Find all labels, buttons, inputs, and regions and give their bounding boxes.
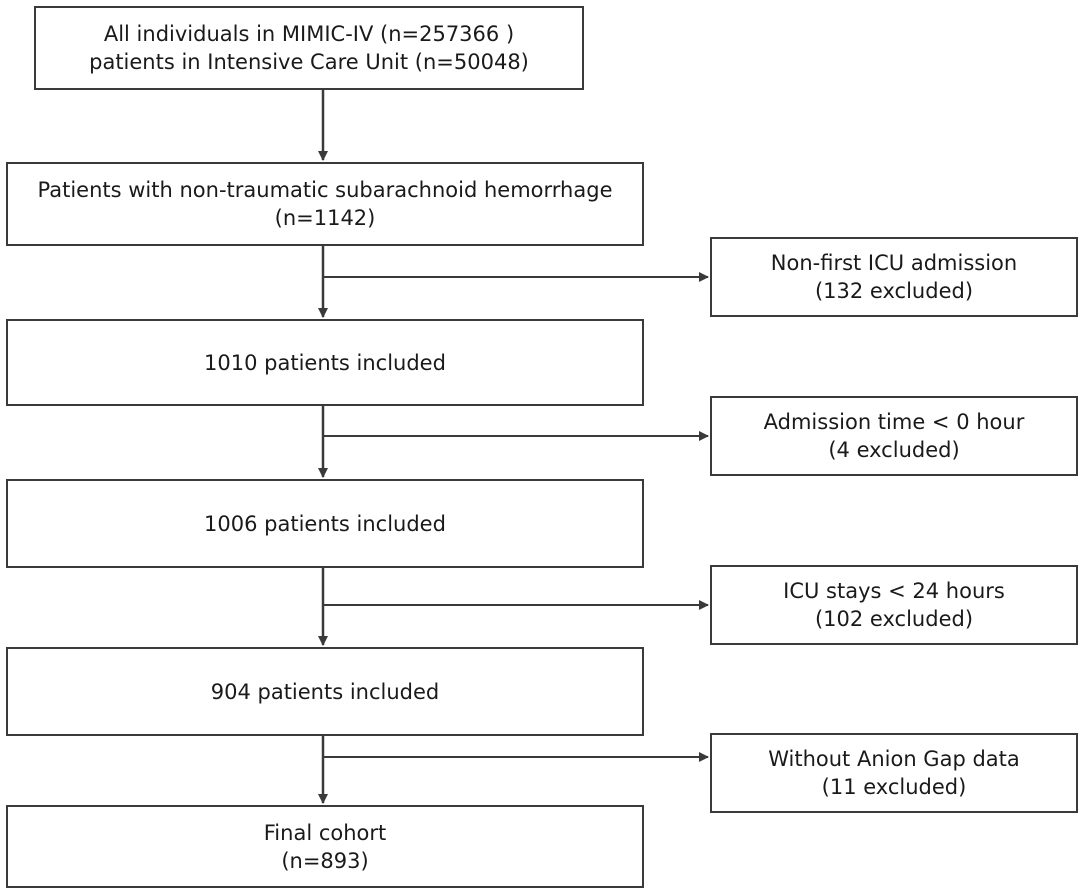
step-line: 1010 patients included — [204, 350, 446, 375]
step-1010-included: 1010 patients included — [6, 319, 644, 406]
step-line: patients in Intensive Care Unit (n=50048… — [89, 50, 529, 74]
exclusion-anion-gap: Without Anion Gap data (11 excluded) — [710, 733, 1078, 813]
step-line: All individuals in MIMIC-IV (n=257366 ) — [103, 22, 515, 46]
step-all-individuals: All individuals in MIMIC-IV (n=257366 ) … — [34, 6, 584, 90]
step-line: 1006 patients included — [204, 511, 446, 536]
exclusion-reason: Admission time < 0 hour — [763, 410, 1025, 434]
exclusion-admission-time: Admission time < 0 hour (4 excluded) — [710, 396, 1078, 476]
step-line: Final cohort — [263, 820, 387, 845]
step-1006-included: 1006 patients included — [6, 479, 644, 568]
step-904-included: 904 patients included — [6, 647, 644, 736]
step-final-cohort: Final cohort (n=893) — [6, 805, 644, 888]
exclusion-count: (132 excluded) — [814, 279, 974, 303]
exclusion-reason: Without Anion Gap data — [768, 747, 1020, 771]
exclusion-count: (11 excluded) — [821, 775, 967, 799]
exclusion-reason: Non-first ICU admission — [770, 251, 1018, 275]
exclusion-non-first-icu: Non-first ICU admission (132 excluded) — [710, 237, 1078, 317]
step-line: Patients with non-traumatic subarachnoid… — [37, 178, 613, 202]
step-line: (n=1142) — [274, 206, 376, 230]
step-line: 904 patients included — [210, 679, 440, 704]
exclusion-reason: ICU stays < 24 hours — [783, 579, 1005, 603]
exclusion-count: (102 excluded) — [814, 607, 974, 631]
step-line: (n=893) — [281, 848, 369, 873]
exclusion-icu-stay: ICU stays < 24 hours (102 excluded) — [710, 565, 1078, 645]
step-sah-patients: Patients with non-traumatic subarachnoid… — [6, 162, 644, 246]
exclusion-count: (4 excluded) — [828, 438, 960, 462]
